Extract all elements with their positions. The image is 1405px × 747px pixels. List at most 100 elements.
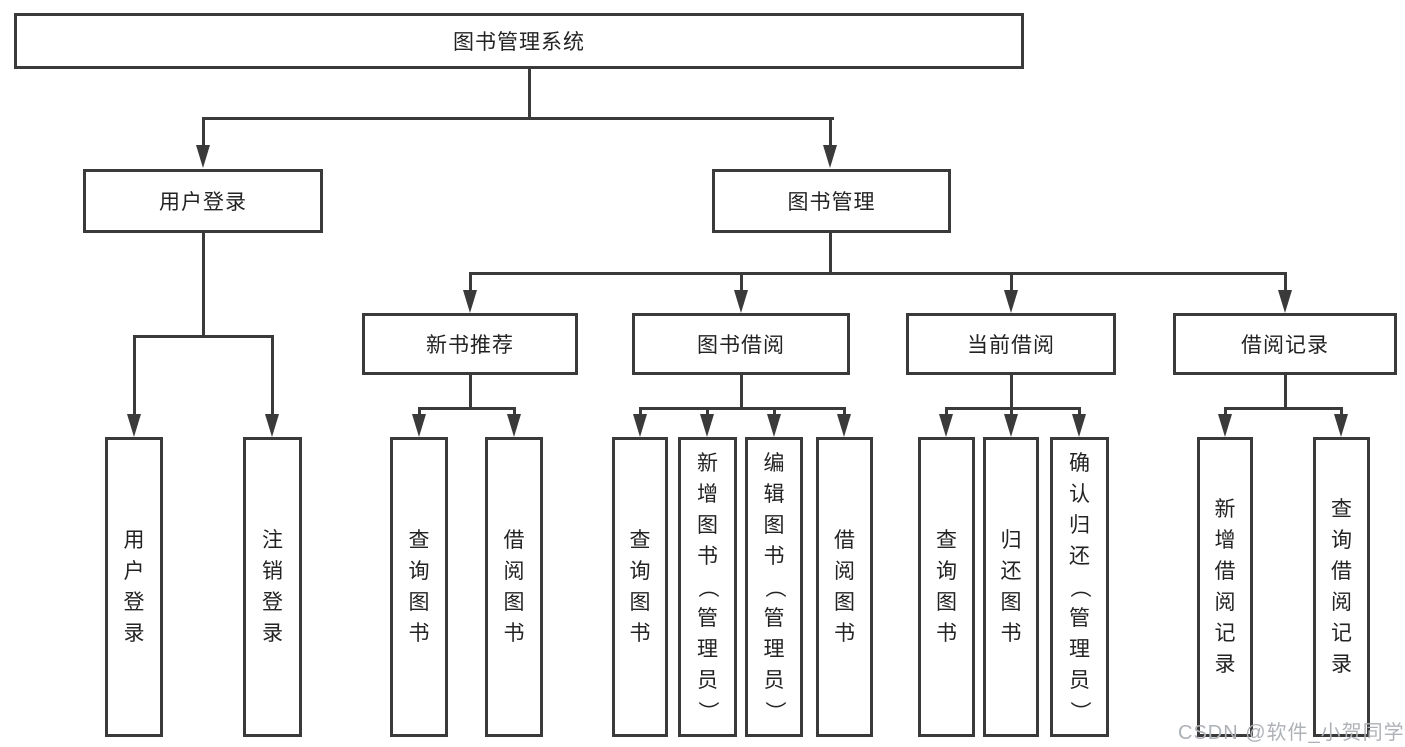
vertical-label-char: 还	[1000, 560, 1022, 583]
vertical-label-char: 确	[1069, 451, 1090, 475]
vertical-label-char: 录	[262, 622, 283, 645]
node-book-management: 图书管理	[712, 169, 951, 233]
vertical-label-char: 记	[1331, 622, 1352, 645]
connector-arrow-current	[1004, 290, 1018, 313]
leaf-query-books-current: 查询图书	[918, 437, 975, 737]
connector-drop-d3	[1078, 407, 1081, 417]
vertical-label-char: 录	[123, 622, 145, 645]
leaf-confirm-return-admin: 确认归还（管理员）	[1050, 437, 1109, 737]
csdn-watermark: CSDN @软件_小贺同学	[1178, 722, 1405, 744]
vertical-label-char: 书	[629, 622, 651, 645]
leaf-borrow-books-recommend: 借阅图书	[485, 437, 543, 737]
vertical-label-char: 阅	[503, 560, 525, 583]
connector-level3-branch	[469, 272, 1286, 275]
connector-manage-stem	[829, 232, 832, 274]
vertical-label-char: 图	[936, 591, 957, 614]
connector-record-stem	[1284, 375, 1287, 410]
connector-current-branch	[945, 407, 1081, 410]
connector-newrec-branch	[418, 407, 516, 410]
leaf-edit-books-admin: 编辑图书（管理员）	[745, 437, 803, 737]
vertical-label-char: 询	[408, 560, 430, 583]
vertical-label-char: ）	[762, 700, 786, 722]
vertical-label-char: 还	[1069, 544, 1090, 568]
connector-arrow-record	[1278, 290, 1292, 313]
vertical-label-char: 图	[834, 591, 855, 614]
connector-drop-b1	[418, 407, 421, 417]
leaf-add-borrow-record: 新增借阅记录	[1197, 437, 1253, 737]
leaf-return-books: 归还图书	[983, 437, 1039, 737]
vertical-label-char: 编	[763, 451, 785, 475]
connector-arrow-e1	[1218, 414, 1232, 437]
vertical-label-char: 管	[763, 606, 785, 630]
vertical-label-char: 阅	[834, 560, 855, 583]
vertical-label-char: 书	[408, 622, 430, 645]
vertical-label-char: 注	[262, 529, 283, 552]
vertical-label-char: 录	[1331, 653, 1352, 676]
node-new-book-recommend-label: 新书推荐	[426, 334, 514, 357]
connector-arrow-c4	[837, 414, 851, 437]
vertical-label-char: 登	[123, 591, 145, 614]
connector-drop-b2	[513, 407, 516, 417]
vertical-label-char: 书	[1000, 622, 1022, 645]
connector-arrow-manage	[823, 145, 837, 168]
vertical-label-char: 书	[503, 622, 525, 645]
vertical-label-char: 图	[503, 591, 525, 614]
leaf-borrow-books-borrowing: 借阅图书	[816, 437, 873, 737]
connector-arrow-c3	[767, 414, 781, 437]
vertical-label-char: 查	[1331, 498, 1352, 521]
connector-arrow-borrow	[734, 290, 748, 313]
vertical-label-char: 阅	[1214, 591, 1236, 614]
connector-newrec-stem	[469, 375, 472, 410]
vertical-label-char: 阅	[1331, 591, 1352, 614]
vertical-label-char: 录	[1214, 653, 1236, 676]
connector-borrow-branch	[639, 407, 846, 410]
vertical-label-char: 查	[629, 529, 651, 552]
vertical-label-char: 员	[763, 668, 785, 692]
node-new-book-recommend: 新书推荐	[362, 313, 578, 375]
node-book-management-label: 图书管理	[787, 191, 876, 214]
leaf-user-login: 用户登录	[105, 437, 163, 737]
connector-drop-borrow	[740, 272, 743, 292]
vertical-label-char: 图	[408, 591, 430, 614]
connector-arrow-b2	[507, 414, 521, 437]
vertical-label-char: 理	[763, 637, 785, 661]
connector-arrow-d2	[1004, 414, 1018, 437]
vertical-label-char: 管	[697, 606, 718, 630]
connector-drop-e1	[1224, 407, 1227, 417]
vertical-label-char: 辑	[763, 482, 785, 506]
vertical-label-char: 认	[1069, 482, 1090, 506]
vertical-label-char: 查	[936, 529, 957, 552]
connector-arrow-a1	[127, 414, 141, 437]
vertical-label-char: 借	[834, 529, 855, 552]
vertical-label-char: 书	[697, 544, 718, 568]
leaf-query-borrow-record: 查询借阅记录	[1313, 437, 1370, 737]
connector-drop-login	[202, 117, 205, 147]
vertical-label-char: 用	[123, 529, 145, 552]
connector-arrow-a2	[265, 414, 279, 437]
node-library-system: 图书管理系统	[14, 13, 1024, 69]
connector-arrow-d3	[1072, 414, 1086, 437]
vertical-label-char: 销	[262, 560, 283, 583]
vertical-label-char: 登	[262, 591, 283, 614]
connector-drop-d1	[945, 407, 948, 417]
vertical-label-char: 书	[763, 544, 785, 568]
vertical-label-char: 户	[123, 560, 145, 583]
connector-drop-d2	[1010, 407, 1013, 417]
connector-borrow-stem	[740, 375, 743, 410]
connector-arrow-c2	[700, 414, 714, 437]
vertical-label-char: 员	[1069, 668, 1090, 692]
connector-record-branch	[1224, 407, 1343, 410]
connector-drop-record	[1284, 272, 1287, 292]
connector-login-stem	[202, 232, 205, 338]
connector-drop-manage	[829, 117, 832, 147]
leaf-logout: 注销登录	[243, 437, 302, 737]
vertical-label-char: ）	[1068, 700, 1091, 722]
vertical-label-char: 员	[697, 668, 718, 692]
vertical-label-char: （	[1068, 576, 1091, 598]
connector-login-branch	[133, 335, 274, 338]
vertical-label-char: 询	[936, 560, 957, 583]
vertical-label-char: 图	[763, 513, 785, 537]
vertical-label-char: 新	[1214, 498, 1236, 521]
connector-arrow-login	[196, 145, 210, 168]
